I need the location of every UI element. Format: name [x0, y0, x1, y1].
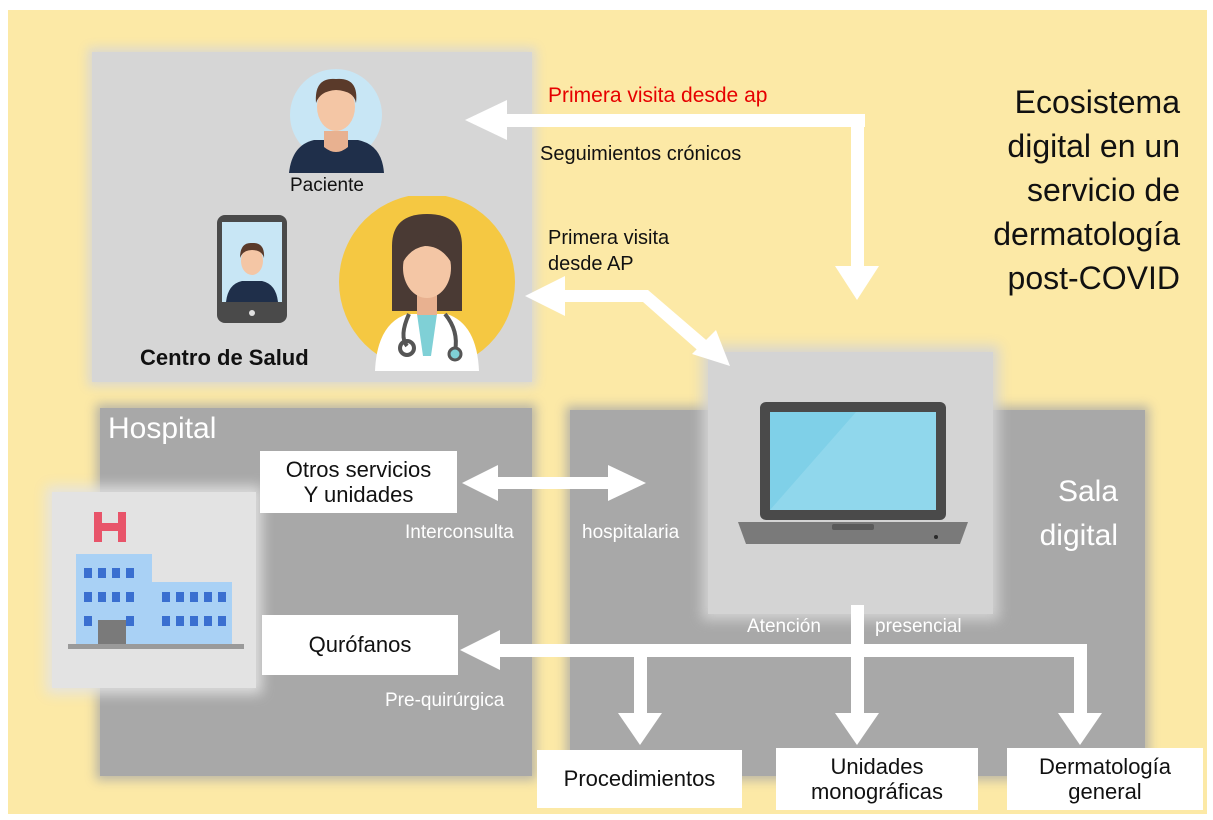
laptop-icon — [738, 402, 968, 544]
diagram-title: Ecosistema digital en un servicio de der… — [993, 84, 1180, 296]
sala-digital-label: Sala digital — [1039, 475, 1118, 552]
tablet-video-call-icon — [217, 215, 287, 323]
arrow-procedures-shaft — [634, 650, 647, 716]
arrow-general-shaft — [1074, 644, 1087, 717]
arrow-first-visit-shaft — [505, 114, 865, 127]
arrow-general-head — [1058, 713, 1102, 745]
arrow-presurgical-head — [460, 630, 500, 670]
flow-label-first-visit-red: Primera visita desde ap — [548, 84, 768, 107]
patient-label: Paciente — [290, 175, 364, 196]
arrow-interconsult-shaft — [495, 477, 610, 489]
flow-label-chronic-followups: Seguimientos crónicos — [540, 143, 742, 165]
arrow-down-laptop-shaft — [851, 118, 864, 268]
arrow-ap-shaft — [560, 290, 712, 355]
procedures-box: Procedimientos — [537, 750, 742, 808]
arrow-presurgical-shaft — [495, 644, 1085, 657]
flow-label-pre-surgical: Pre-quirúrgica — [385, 690, 505, 711]
other-services-box: Otros servicios Y unidades — [260, 451, 457, 513]
arrow-first-visit-head — [465, 100, 507, 140]
arrow-ap-right-head — [692, 330, 730, 366]
arrow-attention-shaft — [851, 605, 864, 717]
doctor-icon — [339, 196, 515, 371]
patient-icon — [289, 69, 384, 173]
arrow-interconsult-left-head — [462, 465, 498, 501]
flow-label-attention: Atención — [747, 616, 821, 637]
flow-label-hospital: hospitalaria — [582, 522, 680, 543]
general-dermatology-box: Dermatología general — [1007, 748, 1203, 810]
monographic-units-box: Unidades monográficas — [776, 748, 978, 810]
operating-rooms-box: Qurófanos — [262, 615, 458, 675]
arrow-ap-left-head — [525, 276, 565, 316]
hospital-building-icon — [68, 512, 244, 649]
arrow-attention-head — [835, 713, 879, 745]
flow-label-first-visit-ap: Primera visita desde AP — [548, 227, 670, 275]
flow-label-in-person: presencial — [875, 616, 962, 637]
health-center-label: Centro de Salud — [140, 345, 309, 370]
arrow-interconsult-right-head — [608, 465, 646, 501]
flow-label-interconsult: Interconsulta — [405, 522, 514, 543]
arrow-down-laptop-head — [835, 266, 879, 300]
hospital-label: Hospital — [108, 412, 217, 445]
arrow-procedures-head — [618, 713, 662, 745]
